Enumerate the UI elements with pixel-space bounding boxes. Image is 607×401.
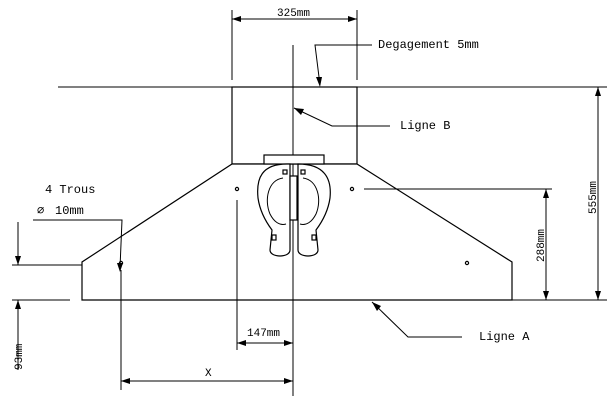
hood-height-label: 288mm [536,229,548,262]
total-height-label: 555mm [588,181,600,214]
mounting-hole-bottom-right [464,260,470,266]
motor-foot-right [311,234,317,241]
fan-swirl-right [299,177,320,225]
fan-housing-right [297,163,331,257]
total-height-arrow-bottom [595,291,601,300]
offset-arrow-left [237,340,246,346]
fan-swirl-left [266,177,287,225]
clearance-label: Degagement 5mm [378,38,479,52]
chimney-width-arrow-left [232,16,241,22]
holes-arrow [117,263,123,272]
offset-arrow-right [284,340,293,346]
line-b-leader [293,107,390,127]
line-a-arrow [372,302,381,311]
holes-diameter-symbol: ∅ [37,204,44,218]
motor-top-plate [263,154,325,165]
holes-leader [33,219,123,269]
x-arrow-left [121,378,130,384]
hood-height-arrow-bottom [543,291,549,300]
holes-count-label: 4 Trous [45,183,95,197]
line-b-arrow [294,108,304,115]
mounting-hole-top-right [349,186,355,192]
holes-diameter-label: 10mm [55,204,84,218]
line-b-label: Ligne B [400,119,450,133]
x-arrow-right [284,378,293,384]
fan-housing-left [257,163,291,257]
chimney-width-label: 325mm [277,8,310,20]
total-height-arrow-top [595,87,601,96]
hood-height-arrow-top [543,189,549,198]
offset-label: 147mm [247,328,280,340]
clearance-leader [314,44,372,86]
clearance-arrow [316,77,322,87]
x-label: X [205,368,212,380]
motor-bracket-right [300,169,306,175]
hood-body [81,163,513,301]
mounting-hole-top-left [234,186,240,192]
line-a-leader [371,301,462,338]
motor-shaft [289,175,298,221]
bottom-dim-arrow-upper [15,256,21,265]
bottom-dim-label: 93mm [14,343,26,370]
line-a-label: Ligne A [479,330,530,344]
bottom-dim-arrow-lower [15,300,21,309]
motor-foot-left [271,234,277,241]
chimney-width-arrow-right [348,16,357,22]
motor-bracket-left [282,169,288,175]
